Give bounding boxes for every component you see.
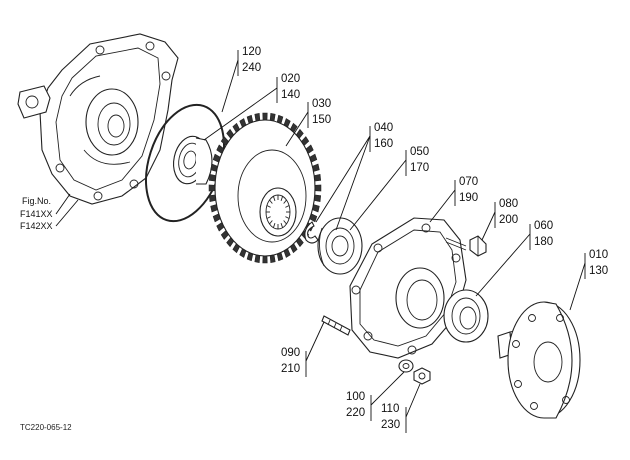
callout-number-top: 060: [534, 220, 553, 232]
callout-number-bottom: 230: [381, 419, 400, 431]
figure-ref-2: F142XX: [20, 221, 53, 231]
callout-number-top: 090: [281, 347, 300, 359]
bearing: [317, 217, 363, 275]
leader-line: [315, 135, 371, 223]
callout-number-bottom: 180: [534, 236, 553, 248]
oil-seal: [443, 289, 489, 343]
stud-bolt: [321, 315, 351, 336]
image-code: TC220-065-12: [20, 423, 72, 432]
housing-casting: [17, 33, 179, 205]
leader-line: [370, 371, 405, 406]
cover-plate: [349, 217, 467, 359]
callout-number-top: 070: [459, 176, 478, 188]
leader-line: [429, 189, 456, 223]
callout-number-bottom: 160: [374, 138, 393, 150]
leader-line: [569, 262, 586, 311]
axle-flange: [497, 301, 581, 419]
leader-line: [203, 87, 278, 141]
snap-ring: [304, 221, 319, 244]
callout-number-bottom: 190: [459, 192, 478, 204]
callout-number-bottom: 140: [281, 89, 300, 101]
callout-number-bottom: 210: [281, 363, 300, 375]
callout-number-bottom: 240: [242, 62, 261, 74]
gear-assembly: [208, 112, 322, 264]
callout-number-top: 080: [499, 198, 518, 210]
washer: [398, 359, 414, 373]
callout-number-top: 010: [589, 249, 608, 261]
callout-number-top: 030: [312, 98, 331, 110]
callout-number-bottom: 170: [410, 162, 429, 174]
leader-line: [475, 233, 531, 297]
figure-ref-heading: Fig.No.: [22, 196, 51, 206]
hex-nut: [413, 367, 431, 385]
figure-reference: Fig.No. F141XX F142XX: [20, 193, 79, 231]
leader-line: [481, 211, 496, 241]
leader-line: [305, 321, 325, 362]
leader-line: [349, 159, 407, 231]
callout-number-top: 040: [374, 122, 393, 134]
callout-number-bottom: 220: [346, 407, 365, 419]
callout-number-top: 050: [410, 146, 429, 158]
leader-line: [221, 59, 239, 113]
leader-line: [335, 135, 371, 231]
hex-bolt: [445, 235, 487, 257]
callout-number-top: 100: [346, 391, 365, 403]
callout-number-bottom: 200: [499, 214, 518, 226]
ball-bearing: [173, 135, 213, 185]
leader-line: [405, 383, 421, 418]
callout-number-top: 110: [381, 403, 399, 415]
leader-line: [285, 111, 309, 147]
figure-ref-1: F141XX: [20, 209, 53, 219]
callout-number-bottom: 130: [589, 265, 608, 277]
callout-number-bottom: 150: [312, 114, 331, 126]
callout-number-top: 120: [242, 46, 261, 58]
callout-number-top: 020: [281, 73, 300, 85]
